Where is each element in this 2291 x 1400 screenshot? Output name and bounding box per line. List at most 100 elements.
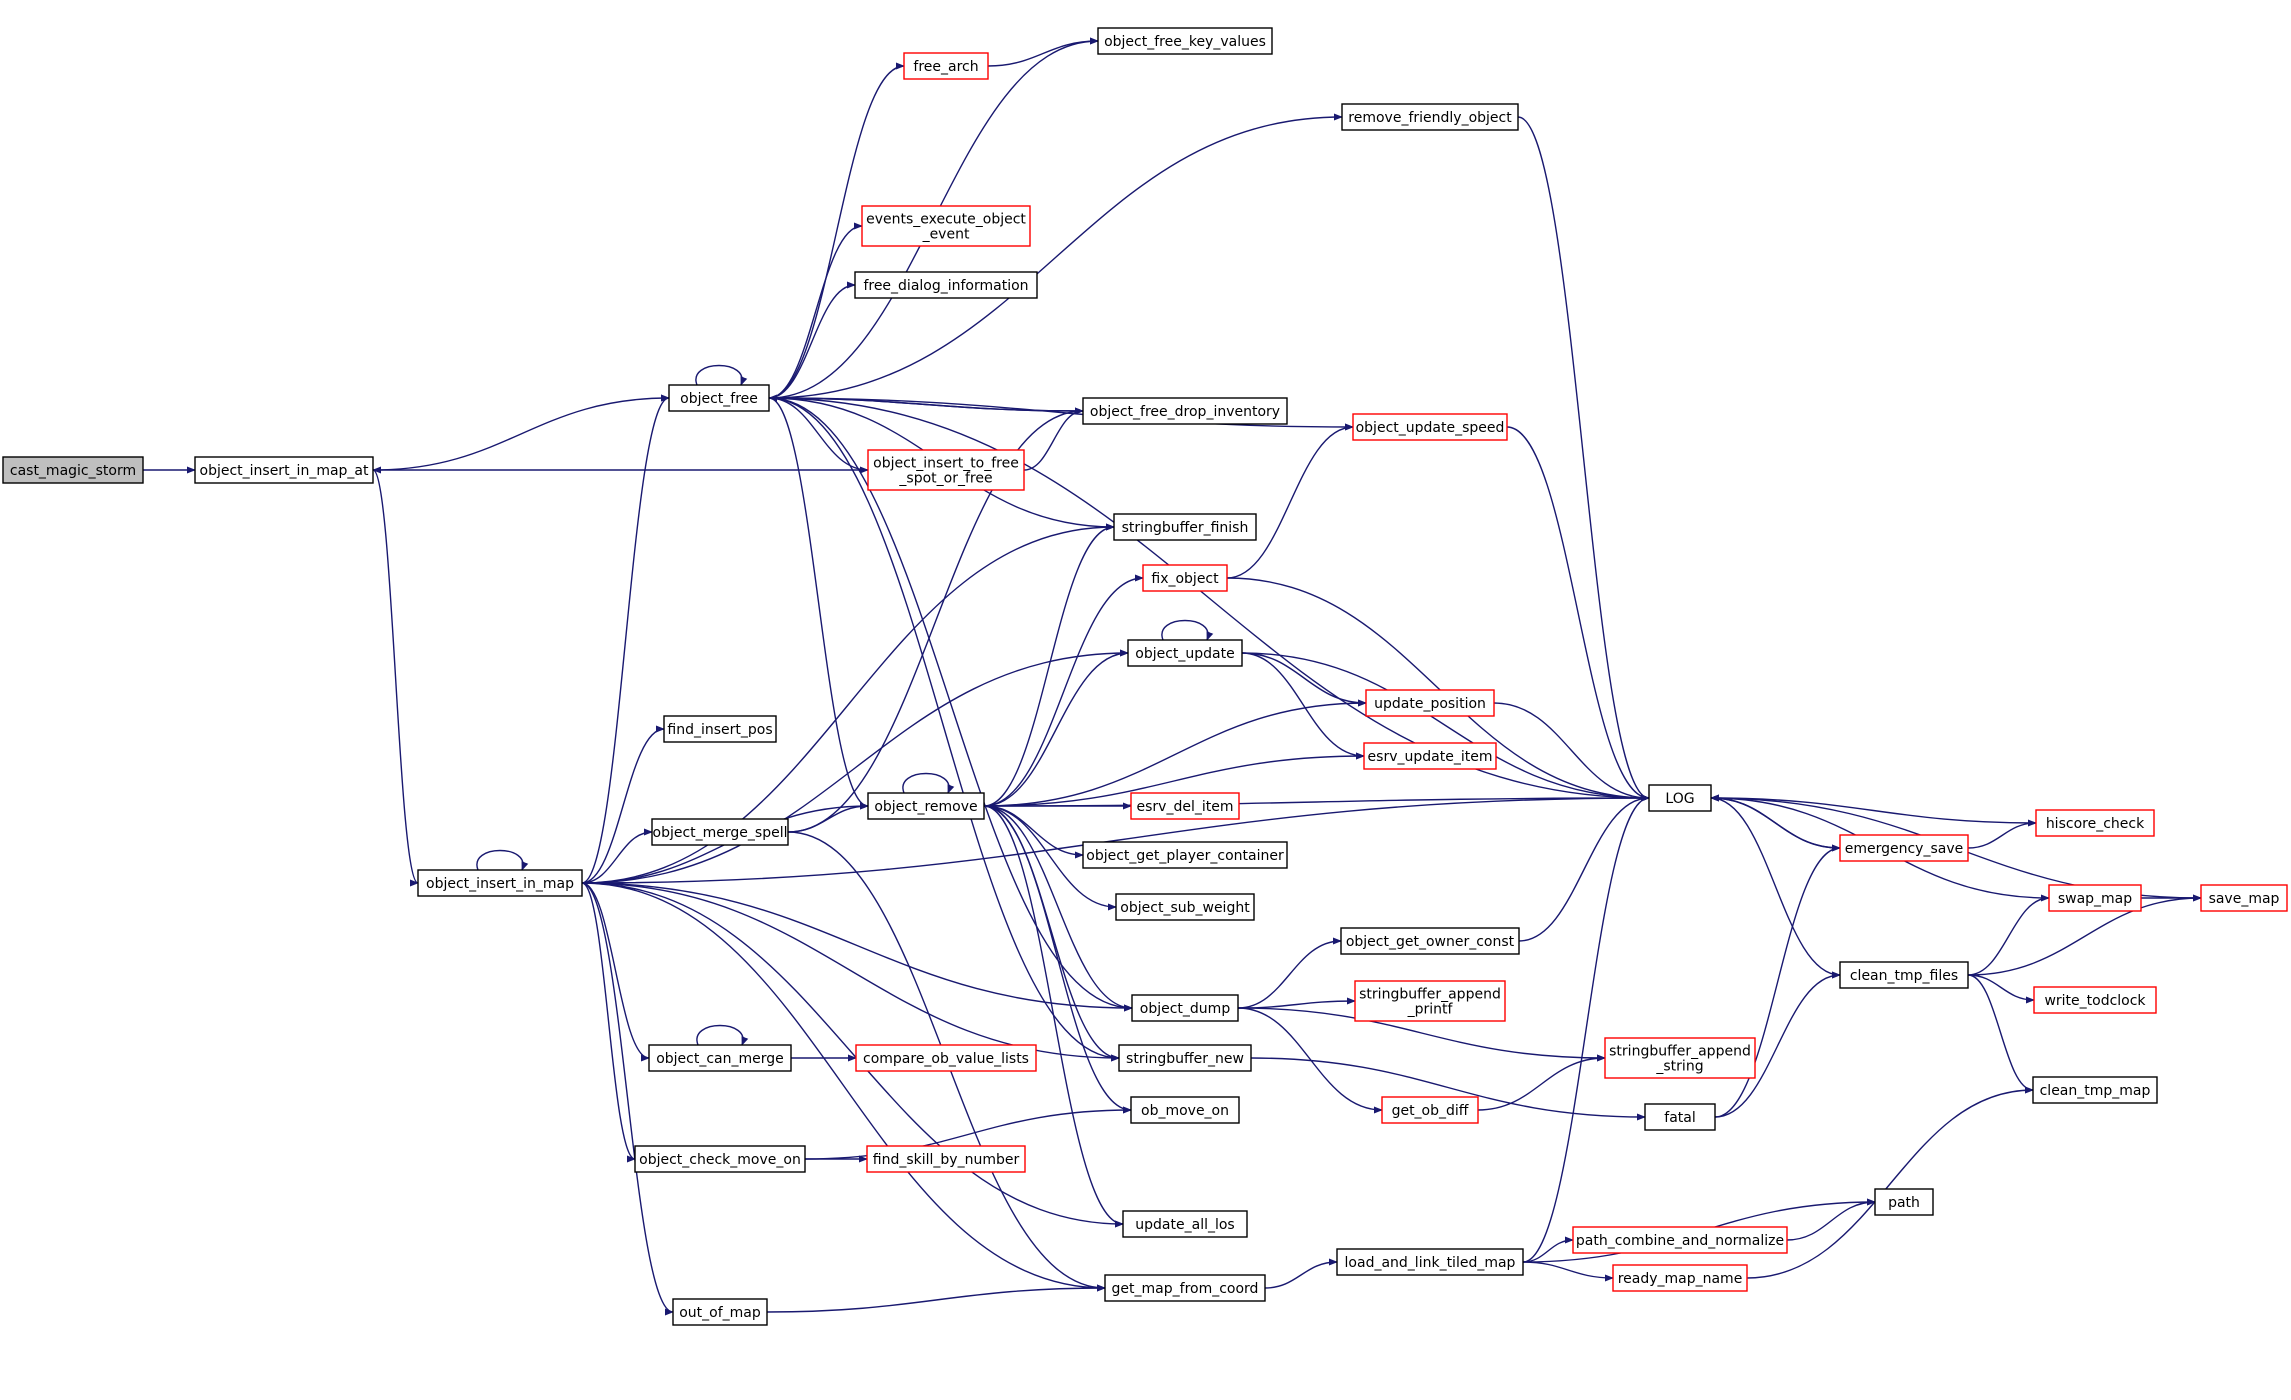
node-fix-object[interactable]: fix_object bbox=[1142, 564, 1228, 592]
node-fatal[interactable]: fatal bbox=[1644, 1103, 1716, 1131]
node-object-insert-to-free-spot-or-free[interactable]: object_insert_to_free_spot_or_free bbox=[867, 449, 1025, 491]
node-hiscore-check[interactable]: hiscore_check bbox=[2035, 809, 2155, 837]
node-object-check-move-on[interactable]: object_check_move_on bbox=[634, 1145, 806, 1173]
node-box[interactable] bbox=[1113, 513, 1257, 541]
node-object-remove[interactable]: object_remove bbox=[867, 792, 985, 820]
node-events-execute-object-event[interactable]: events_execute_object_event bbox=[861, 205, 1031, 247]
node-find-insert-pos[interactable]: find_insert_pos bbox=[663, 715, 777, 743]
node-box[interactable] bbox=[1130, 1096, 1240, 1124]
node-box[interactable] bbox=[1130, 792, 1240, 820]
node-ob-move-on[interactable]: ob_move_on bbox=[1130, 1096, 1240, 1124]
node-stringbuffer-new[interactable]: stringbuffer_new bbox=[1118, 1044, 1252, 1072]
node-box[interactable] bbox=[866, 1145, 1026, 1173]
node-box[interactable] bbox=[417, 869, 583, 897]
node-box[interactable] bbox=[854, 271, 1038, 299]
node-box[interactable] bbox=[855, 1044, 1037, 1072]
node-get-map-from-coord[interactable]: get_map_from_coord bbox=[1104, 1274, 1266, 1302]
node-box[interactable] bbox=[1340, 927, 1520, 955]
node-box[interactable] bbox=[1122, 1210, 1248, 1238]
node-load-and-link-tiled-map[interactable]: load_and_link_tiled_map bbox=[1336, 1248, 1524, 1276]
node-box[interactable] bbox=[2048, 884, 2142, 912]
node-cast-magic-storm[interactable]: cast_magic_storm bbox=[2, 456, 144, 484]
node-box[interactable] bbox=[1082, 397, 1288, 425]
node-box[interactable] bbox=[1097, 27, 1273, 55]
node-ready-map-name[interactable]: ready_map_name bbox=[1612, 1264, 1748, 1292]
node-object-dump[interactable]: object_dump bbox=[1131, 994, 1239, 1022]
node-free-dialog-information[interactable]: free_dialog_information bbox=[854, 271, 1038, 299]
node-box[interactable] bbox=[2, 456, 144, 484]
node-swap-map[interactable]: swap_map bbox=[2048, 884, 2142, 912]
node-box[interactable] bbox=[663, 715, 777, 743]
node-esrv-del-item[interactable]: esrv_del_item bbox=[1130, 792, 1240, 820]
node-find-skill-by-number[interactable]: find_skill_by_number bbox=[866, 1145, 1026, 1173]
node-remove-friendly-object[interactable]: remove_friendly_object bbox=[1341, 103, 1519, 131]
node-box[interactable] bbox=[194, 456, 374, 484]
node-object-free-drop-inventory[interactable]: object_free_drop_inventory bbox=[1082, 397, 1288, 425]
node-stringbuffer-append-printf[interactable]: stringbuffer_append_printf bbox=[1354, 980, 1506, 1022]
node-box[interactable] bbox=[1839, 961, 1969, 989]
node-box[interactable] bbox=[1604, 1037, 1756, 1079]
node-object-get-player-container[interactable]: object_get_player_container bbox=[1082, 841, 1288, 869]
node-object-sub-weight[interactable]: object_sub_weight bbox=[1115, 893, 1255, 921]
node-box[interactable] bbox=[1131, 994, 1239, 1022]
node-emergency-save[interactable]: emergency_save bbox=[1839, 834, 1969, 862]
node-box[interactable] bbox=[1127, 639, 1243, 667]
node-free-arch[interactable]: free_arch bbox=[903, 52, 989, 80]
node-update-all-los[interactable]: update_all_los bbox=[1122, 1210, 1248, 1238]
node-box[interactable] bbox=[867, 792, 985, 820]
node-box[interactable] bbox=[1839, 834, 1969, 862]
node-box[interactable] bbox=[668, 384, 770, 412]
node-object-update[interactable]: object_update bbox=[1127, 639, 1243, 667]
node-get-ob-diff[interactable]: get_ob_diff bbox=[1381, 1096, 1479, 1124]
node-object-get-owner-const[interactable]: object_get_owner_const bbox=[1340, 927, 1520, 955]
node-box[interactable] bbox=[1082, 841, 1288, 869]
node-box[interactable] bbox=[1341, 103, 1519, 131]
node-esrv-update-item[interactable]: esrv_update_item bbox=[1363, 742, 1497, 770]
node-object-update-speed[interactable]: object_update_speed bbox=[1352, 413, 1508, 441]
node-compare-ob-value-lists[interactable]: compare_ob_value_lists bbox=[855, 1044, 1037, 1072]
node-box[interactable] bbox=[1612, 1264, 1748, 1292]
node-object-free[interactable]: object_free bbox=[668, 384, 770, 412]
node-box[interactable] bbox=[861, 205, 1031, 247]
node-box[interactable] bbox=[1874, 1188, 1934, 1216]
node-update-position[interactable]: update_position bbox=[1365, 689, 1495, 717]
node-stringbuffer-finish[interactable]: stringbuffer_finish bbox=[1113, 513, 1257, 541]
node-save-map[interactable]: save_map bbox=[2200, 884, 2288, 912]
node-box[interactable] bbox=[2032, 1076, 2158, 1104]
node-box[interactable] bbox=[648, 1044, 792, 1072]
node-box[interactable] bbox=[2033, 986, 2157, 1014]
node-LOG[interactable]: LOG bbox=[1648, 784, 1712, 812]
node-box[interactable] bbox=[1644, 1103, 1716, 1131]
node-clean-tmp-files[interactable]: clean_tmp_files bbox=[1839, 961, 1969, 989]
node-box[interactable] bbox=[1572, 1226, 1788, 1254]
node-object-free-key-values[interactable]: object_free_key_values bbox=[1097, 27, 1273, 55]
node-object-insert-in-map-at[interactable]: object_insert_in_map_at bbox=[194, 456, 374, 484]
node-object-can-merge[interactable]: object_can_merge bbox=[648, 1044, 792, 1072]
node-box[interactable] bbox=[1363, 742, 1497, 770]
node-out-of-map[interactable]: out_of_map bbox=[672, 1298, 768, 1326]
node-box[interactable] bbox=[1354, 980, 1506, 1022]
node-box[interactable] bbox=[1648, 784, 1712, 812]
node-box[interactable] bbox=[634, 1145, 806, 1173]
node-box[interactable] bbox=[867, 449, 1025, 491]
node-box[interactable] bbox=[1381, 1096, 1479, 1124]
node-stringbuffer-append-string[interactable]: stringbuffer_append_string bbox=[1604, 1037, 1756, 1079]
node-box[interactable] bbox=[1142, 564, 1228, 592]
node-box[interactable] bbox=[651, 818, 789, 846]
node-write-todclock[interactable]: write_todclock bbox=[2033, 986, 2157, 1014]
node-object-merge-spell[interactable]: object_merge_spell bbox=[651, 818, 789, 846]
node-box[interactable] bbox=[1104, 1274, 1266, 1302]
node-box[interactable] bbox=[1352, 413, 1508, 441]
node-clean-tmp-map[interactable]: clean_tmp_map bbox=[2032, 1076, 2158, 1104]
node-box[interactable] bbox=[672, 1298, 768, 1326]
node-box[interactable] bbox=[903, 52, 989, 80]
node-box[interactable] bbox=[2035, 809, 2155, 837]
node-path-combine-and-normalize[interactable]: path_combine_and_normalize bbox=[1572, 1226, 1788, 1254]
node-object-insert-in-map[interactable]: object_insert_in_map bbox=[417, 869, 583, 897]
node-box[interactable] bbox=[1336, 1248, 1524, 1276]
node-box[interactable] bbox=[1365, 689, 1495, 717]
node-box[interactable] bbox=[1118, 1044, 1252, 1072]
node-path[interactable]: path bbox=[1874, 1188, 1934, 1216]
node-box[interactable] bbox=[2200, 884, 2288, 912]
node-box[interactable] bbox=[1115, 893, 1255, 921]
